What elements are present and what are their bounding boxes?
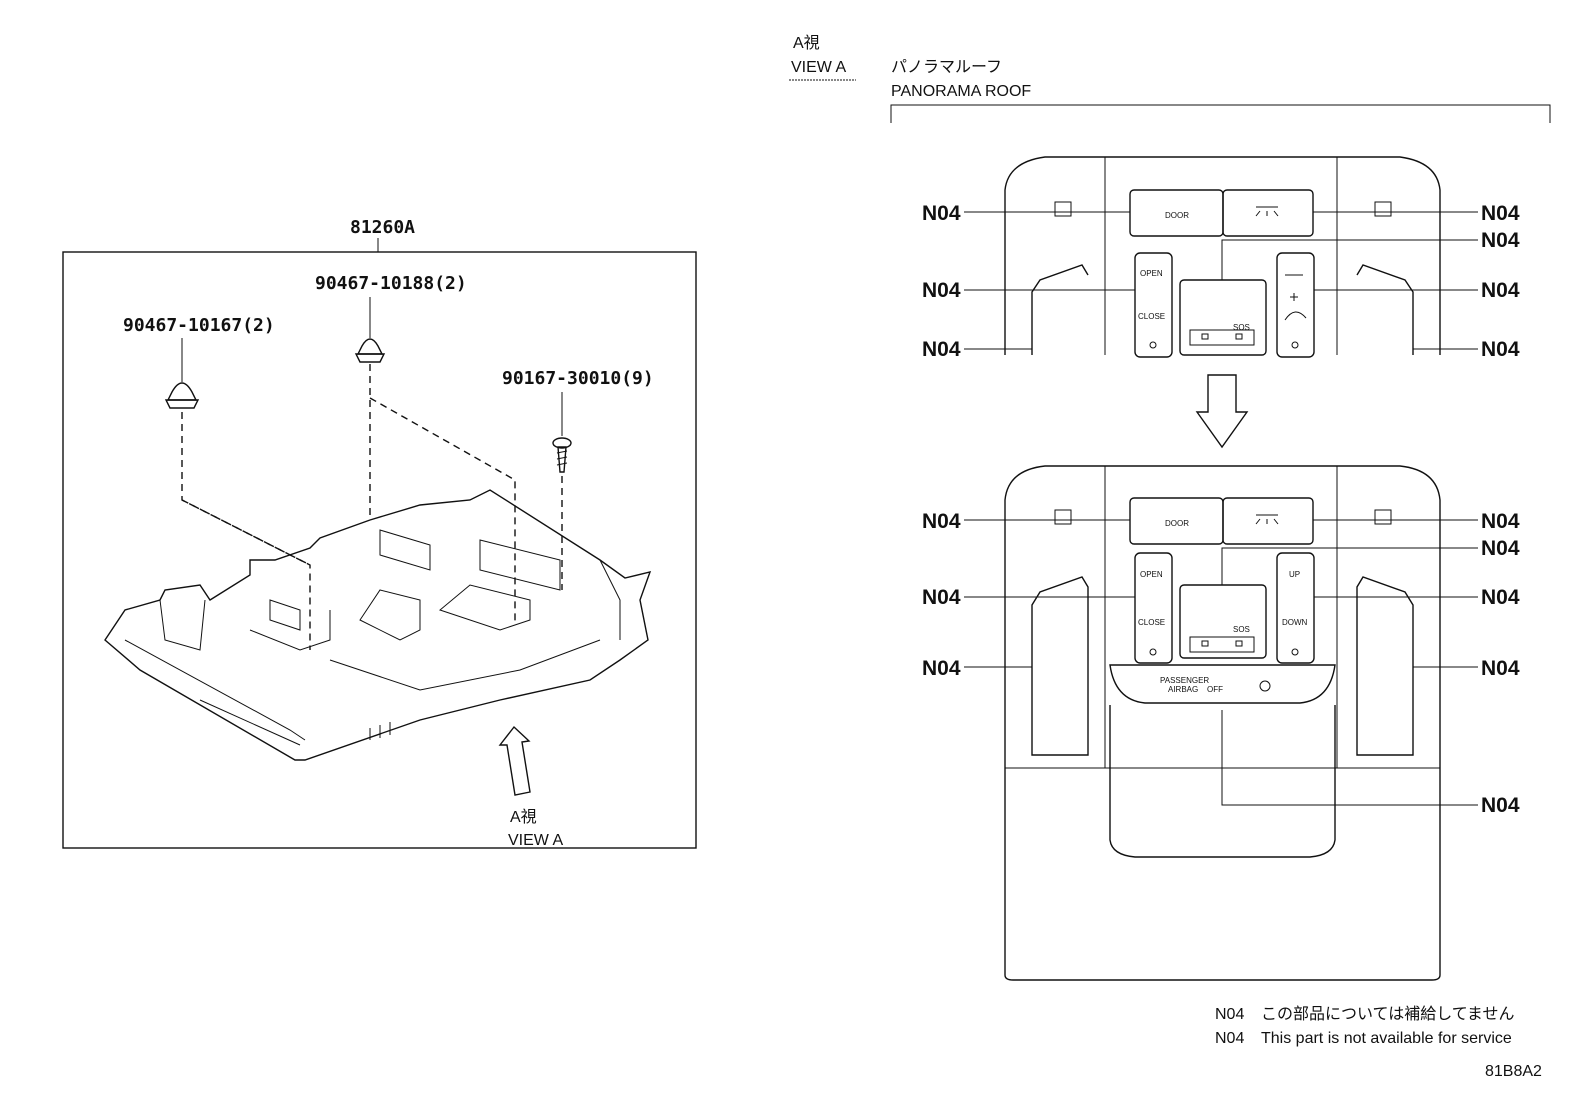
roof-bracket: [890, 104, 1551, 123]
off-label: OFF: [1207, 685, 1223, 694]
screw-icon: [552, 392, 572, 473]
down-label: DOWN: [1282, 618, 1308, 627]
view-a-arrow-en: VIEW A: [508, 832, 563, 849]
note-code-jp: N04: [1215, 1006, 1244, 1023]
sos-label-lower: SOS: [1233, 625, 1250, 634]
callout-n04: N04: [922, 279, 961, 302]
callout-n04: N04: [1481, 537, 1520, 560]
callout-n04: N04: [1481, 202, 1520, 225]
callout-n04: N04: [1481, 279, 1520, 302]
overhead-console-lower: DOOR OPEN CLOSE UP DOWN SOS PASSENGER AI…: [1004, 465, 1441, 981]
callout-n04: N04: [922, 586, 961, 609]
part-label-3: 90167-30010(9): [502, 368, 654, 389]
door-button-label: DOOR: [1165, 211, 1189, 220]
note-text-jp: この部品については補給してません: [1261, 1005, 1514, 1023]
clip-icon: [164, 338, 200, 409]
view-arrow-icon: [498, 725, 531, 796]
callout-n04: N04: [1481, 510, 1520, 533]
overhead-console-upper: DOOR OPEN CLOSE SOS: [1004, 156, 1441, 358]
roof-title-jp: パノラマルーフ: [891, 59, 1002, 76]
note-code-en: N04: [1215, 1030, 1244, 1047]
callout-n04: N04: [922, 510, 961, 533]
clip-icon: [354, 297, 386, 363]
callout-n04: N04: [922, 202, 961, 225]
open-label-lower: OPEN: [1140, 570, 1163, 579]
assembly-code: 81260A: [350, 217, 415, 238]
callout-n04: N04: [1481, 229, 1520, 252]
note-text-en: This part is not available for service: [1261, 1030, 1512, 1047]
view-a-header-en: VIEW A: [791, 59, 846, 76]
up-label: UP: [1289, 570, 1300, 579]
airbag-label: AIRBAG: [1168, 685, 1198, 694]
down-arrow-icon: [1195, 374, 1249, 449]
passenger-label: PASSENGER: [1160, 676, 1209, 685]
overhead-console-assembly: [104, 489, 652, 761]
part-label-1: 90467-10167(2): [123, 315, 275, 336]
close-label-lower: CLOSE: [1138, 618, 1165, 627]
callout-n04: N04: [1481, 794, 1520, 817]
part-label-2: 90467-10188(2): [315, 273, 467, 294]
view-a-arrow-jp: A視: [510, 808, 537, 826]
roof-title-en: PANORAMA ROOF: [891, 83, 1031, 100]
callout-n04: N04: [922, 338, 961, 361]
figure-id: 81B8A2: [1485, 1063, 1542, 1080]
callout-n04: N04: [922, 657, 961, 680]
callout-n04: N04: [1481, 586, 1520, 609]
sos-label: SOS: [1233, 323, 1250, 332]
assembly-frame: [62, 251, 697, 849]
view-a-header-jp: A視: [793, 34, 820, 52]
door-button-label-lower: DOOR: [1165, 519, 1189, 528]
open-label: OPEN: [1140, 269, 1163, 278]
n04-leader-lines: [964, 211, 1478, 806]
callout-n04: N04: [1481, 338, 1520, 361]
close-label: CLOSE: [1138, 312, 1165, 321]
callout-n04: N04: [1481, 657, 1520, 680]
